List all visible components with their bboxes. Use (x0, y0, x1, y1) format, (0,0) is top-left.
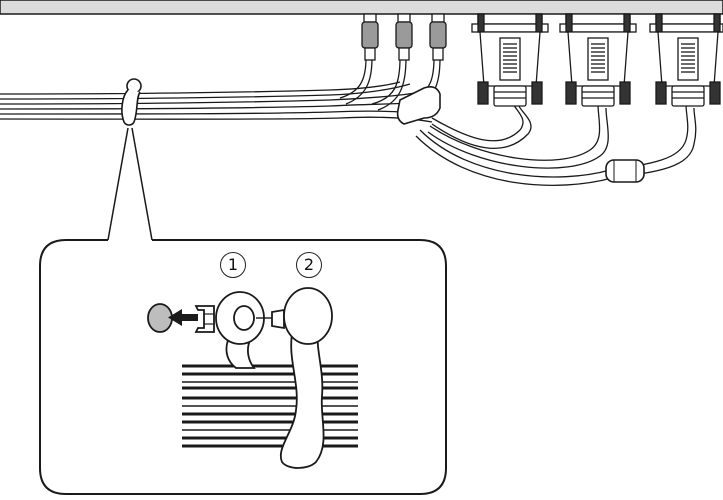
cable-bundle (0, 81, 433, 123)
clip-strap (225, 333, 325, 469)
ferrite-core-right (605, 159, 645, 183)
inset-cable-bundle (180, 362, 360, 452)
audio-plug-3 (429, 13, 447, 61)
vga-connector-2 (559, 13, 637, 107)
callout-leader (107, 127, 153, 241)
clip-head-release (256, 287, 333, 345)
audio-plug-2 (395, 13, 413, 61)
vga-connector-3 (649, 13, 723, 107)
push-arrow-icon (168, 309, 198, 326)
step-number-2: 2 (296, 252, 322, 278)
ferrite-core-left (396, 86, 441, 125)
audio-cables (339, 57, 441, 111)
audio-plug-1 (361, 13, 379, 61)
vga-connector-1 (471, 13, 549, 107)
device-panel (0, 0, 723, 15)
cable-clip (121, 78, 142, 126)
step-number-1: 1 (220, 252, 246, 278)
vga-cables (415, 99, 697, 186)
clip-head (147, 291, 265, 345)
